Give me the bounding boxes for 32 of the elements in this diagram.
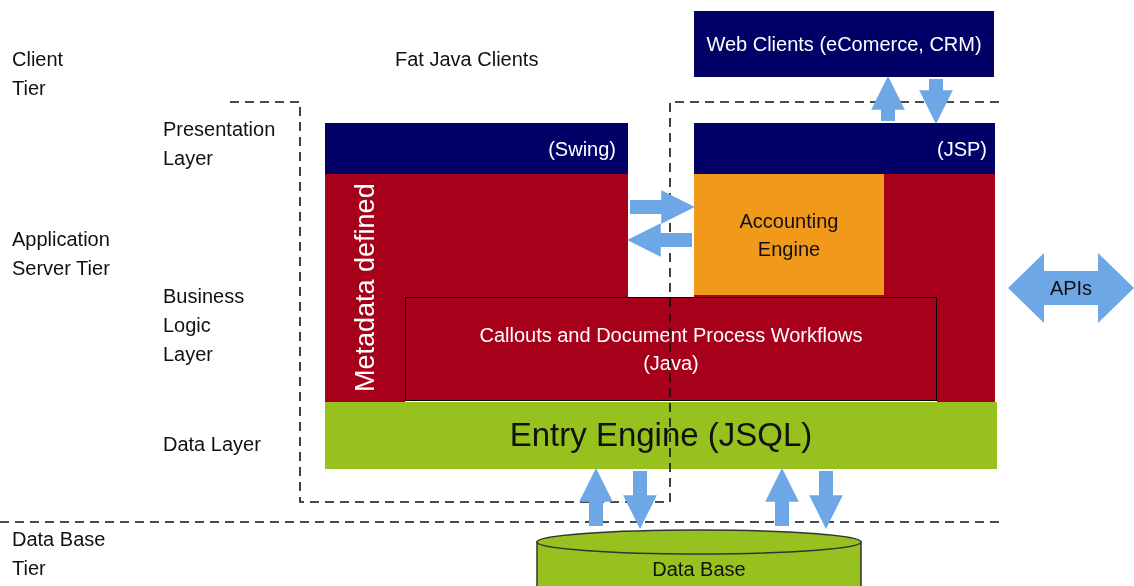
node-label: Data Base: [652, 557, 746, 582]
api-double-arrow: [1008, 253, 1134, 323]
node-label: (JSP): [937, 136, 987, 162]
layer-label: Presentation Layer: [163, 117, 277, 171]
layer-label: Business Logic Layer: [163, 284, 246, 367]
block-arrow: [765, 468, 799, 526]
column-heading: Fat Java Clients: [395, 47, 540, 72]
node-label: Callouts and Document Process Workflows (Java): [478, 323, 864, 376]
block-arrow: [627, 223, 692, 257]
layer-label: Data Layer: [163, 432, 262, 457]
tier-label: Data Base Tier: [12, 527, 107, 581]
node-label: APIs: [1049, 276, 1093, 301]
web-clients-box: [694, 11, 994, 77]
presentation-bar: [325, 123, 628, 174]
node-label: Web Clients (eComerce, CRM): [706, 32, 982, 57]
database-cylinder: [536, 528, 862, 586]
block-arrow: [623, 471, 657, 529]
node-label: Accounting Engine: [738, 208, 840, 262]
tier-label: Application Server Tier: [12, 227, 111, 281]
workflow-box: [405, 297, 937, 401]
node-label: (Swing): [548, 136, 616, 162]
engine-box: [694, 174, 884, 295]
block-arrow: [919, 79, 953, 124]
engine-bar: [325, 402, 997, 469]
block-arrow: [579, 468, 613, 526]
block-arrow: [871, 76, 905, 121]
block-arrow: [630, 190, 695, 224]
block-arrow: [809, 471, 843, 529]
presentation-bar: [694, 123, 995, 174]
vertical-label: Metadata defined: [349, 182, 381, 392]
node-label: Entry Engine (JSQL): [509, 415, 813, 456]
tier-label: Client Tier: [12, 47, 65, 101]
